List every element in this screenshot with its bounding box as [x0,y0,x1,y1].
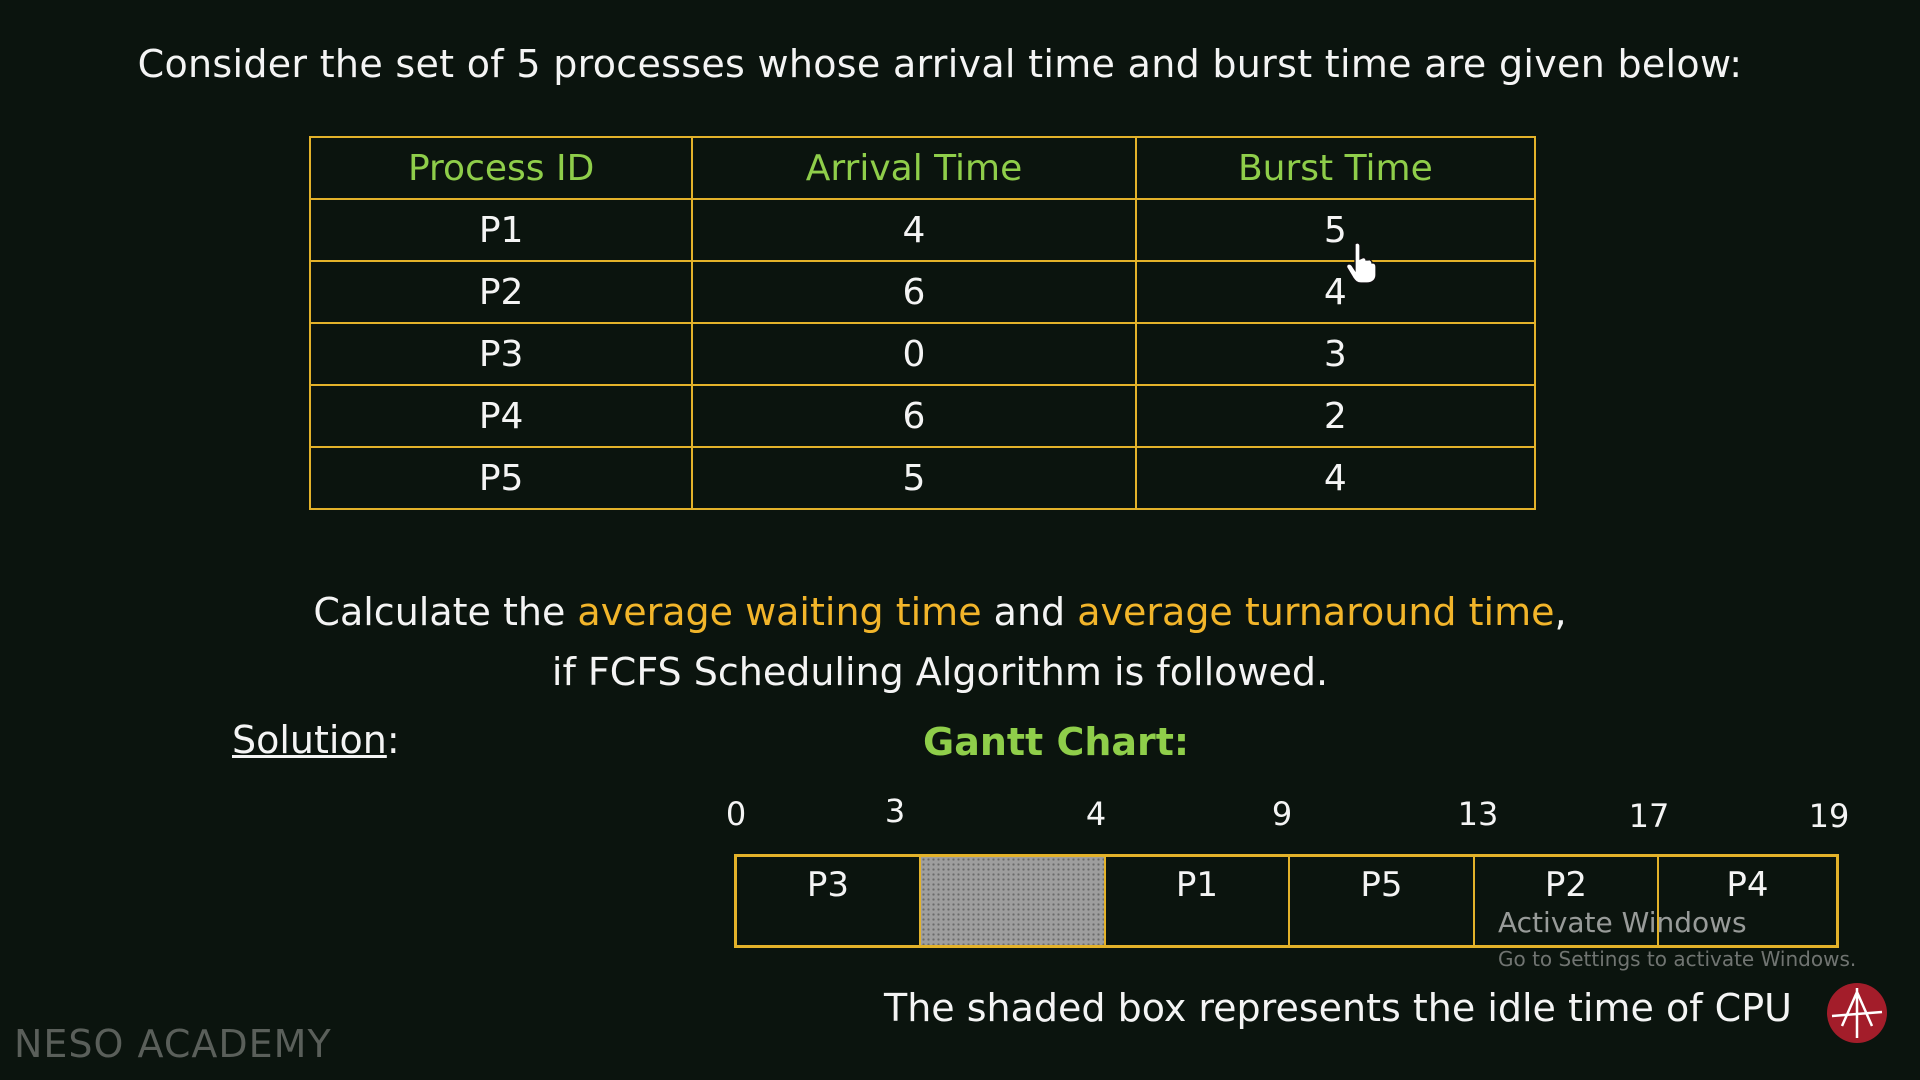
watermark-subtitle: Go to Settings to activate Windows. [1498,947,1857,971]
solution-label: Solution: [232,718,400,762]
burst-time-cell: 3 [1134,322,1537,386]
process-id-cell: P5 [308,446,694,510]
gantt-tick: 3 [884,792,906,830]
arrival-time-cell: 0 [691,322,1137,386]
gantt-cell-p2: P2 [1475,857,1659,945]
question-line-2: if FCFS Scheduling Algorithm is followed… [551,650,1329,694]
gantt-cell-p5: P5 [1290,857,1475,945]
process-table: Process ID Arrival Time Burst Time P1 4 … [308,136,1537,510]
arrival-time-cell: 6 [691,260,1137,324]
table-header-row: Process ID Arrival Time Burst Time [308,136,1537,200]
burst-time-cell: 5 [1134,198,1537,262]
gantt-tick: 9 [1271,795,1293,833]
gantt-chart: P3 P1 P5 P2 P4 [734,854,1839,948]
gantt-tick: 19 [1808,797,1850,835]
process-id-cell: P2 [308,260,694,324]
table-row: P4 6 2 [308,384,1537,448]
idle-time-caption: The shaded box represents the idle time … [884,986,1792,1030]
hand-cursor-icon [1346,242,1376,284]
burst-time-cell: 4 [1134,260,1537,324]
arrival-time-cell: 5 [691,446,1137,510]
arrival-time-cell: 4 [691,198,1137,262]
question-text-segment: Calculate the [313,590,578,634]
column-header-arrival-time: Arrival Time [691,136,1137,200]
question-text-segment: , [1554,590,1567,634]
gantt-chart-title: Gantt Chart: [923,720,1190,764]
gantt-tick: 17 [1628,797,1670,835]
process-id-cell: P1 [308,198,694,262]
process-id-cell: P4 [308,384,694,448]
neso-academy-logo-icon [1827,983,1887,1043]
gantt-tick: 13 [1457,795,1499,833]
burst-time-cell: 4 [1134,446,1537,510]
process-id-cell: P3 [308,322,694,386]
intro-text: Consider the set of 5 processes whose ar… [137,42,1743,86]
gantt-cell-p1: P1 [1106,857,1290,945]
highlight-average-turnaround-time: average turnaround time [1077,590,1555,634]
question-text-segment: and [981,590,1078,634]
burst-time-cell: 2 [1134,384,1537,448]
solution-label-text: Solution [232,718,387,762]
column-header-burst-time: Burst Time [1134,136,1537,200]
table-row: P1 4 5 [308,198,1537,262]
table-row: P3 0 3 [308,322,1537,386]
watermark-title: Activate Windows [1498,906,1747,939]
gantt-cell-idle [921,857,1106,945]
brand-watermark: NESO ACADEMY [14,1022,332,1066]
question-text: Calculate the average waiting time and a… [0,582,1880,702]
table-row: P5 5 4 [308,446,1537,510]
gantt-tick: 4 [1085,795,1107,833]
table-row: P2 6 4 [308,260,1537,324]
arrival-time-cell: 6 [691,384,1137,448]
solution-colon: : [386,718,400,762]
gantt-cell-p4: P4 [1726,865,1769,905]
question-line-1: Calculate the average waiting time and a… [0,582,1880,642]
activate-windows-watermark: Activate Windows Go to Settings to activ… [1498,906,1856,971]
column-header-process-id: Process ID [308,136,694,200]
gantt-tick: 0 [725,795,747,833]
gantt-cell-p3: P3 [737,857,921,945]
highlight-average-waiting-time: average waiting time [577,590,982,634]
